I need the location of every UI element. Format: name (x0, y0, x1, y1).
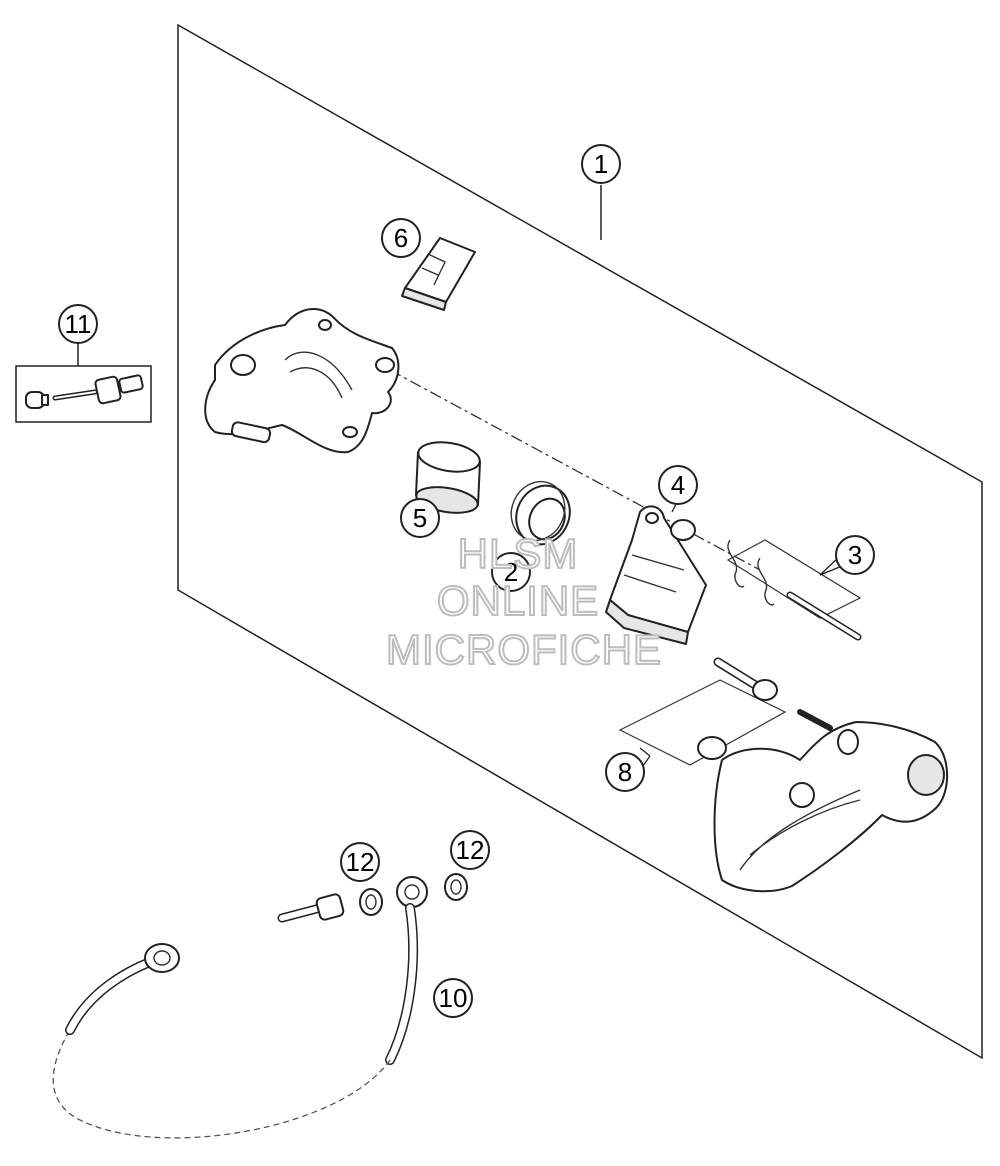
callout-8: 8 (605, 752, 645, 792)
caliper-body-part (204, 307, 400, 454)
spring-clip-part (401, 237, 476, 311)
svg-text:12: 12 (456, 835, 485, 865)
assembly-panel (177, 23, 983, 1060)
svg-text:MICROFICHE: MICROFICHE (386, 626, 662, 673)
svg-text:HLSM: HLSM (458, 530, 579, 577)
callout-5: 5 (400, 498, 440, 538)
pin-and-clips-part (726, 539, 862, 641)
caliper-bracket-part (713, 721, 949, 893)
svg-text:6: 6 (394, 223, 408, 253)
callout-11: 11 (58, 304, 98, 344)
callout-12-right: 12 (450, 830, 490, 870)
bolt-and-bushing-part (618, 657, 833, 766)
callout-10: 10 (433, 978, 473, 1018)
callout-3: 3 (835, 535, 875, 575)
svg-text:3: 3 (848, 540, 862, 570)
watermark: HLSM ONLINE MICROFICHE (385, 529, 662, 674)
svg-text:ONLINE: ONLINE (437, 577, 599, 624)
seal-ring-part (510, 480, 571, 546)
bleeder-kit-part (15, 343, 152, 423)
callout-4: 4 (658, 465, 698, 505)
callout-6: 6 (381, 218, 421, 258)
svg-text:12: 12 (346, 847, 375, 877)
piston-part (415, 441, 481, 514)
brake-hose-part (52, 873, 468, 1139)
svg-text:10: 10 (439, 983, 468, 1013)
callout-12-left: 12 (340, 842, 380, 882)
brake-pads-part (605, 505, 707, 645)
svg-text:4: 4 (671, 470, 685, 500)
svg-text:1: 1 (594, 149, 608, 179)
svg-text:2: 2 (504, 557, 518, 587)
svg-text:11: 11 (65, 309, 92, 339)
callout-2: 2 (491, 552, 531, 592)
svg-text:5: 5 (413, 503, 427, 533)
centre-axis (389, 369, 761, 571)
svg-text:8: 8 (618, 757, 632, 787)
callout-1: 1 (581, 144, 621, 184)
